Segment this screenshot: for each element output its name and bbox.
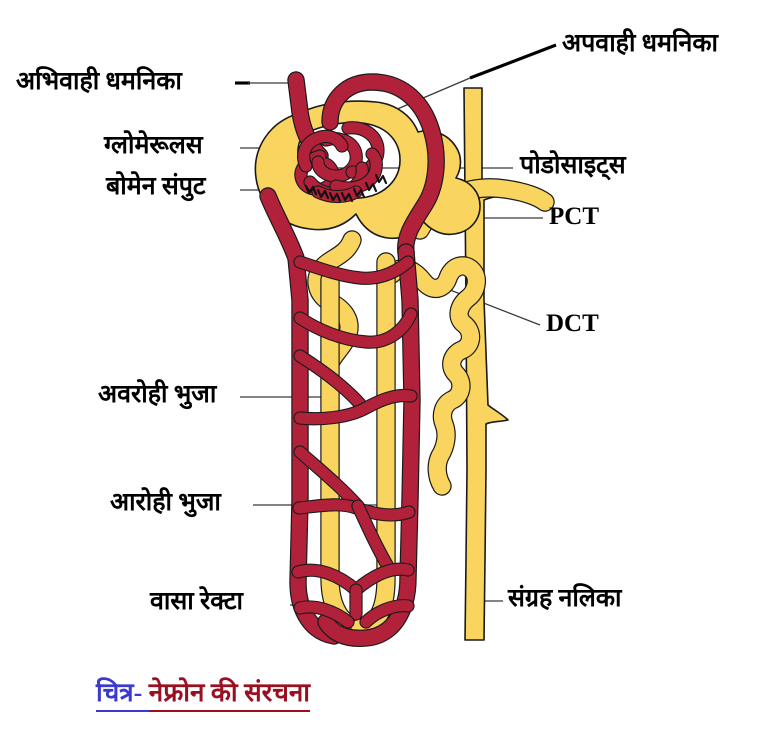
figure-caption: चित्र- नेफ्रोन की संरचना xyxy=(96,673,310,712)
label-pct: PCT xyxy=(549,203,599,230)
label-vasa-recta: वासा रेक्टा xyxy=(150,588,243,615)
collecting-duct-part xyxy=(463,87,517,641)
label-ascending-limb: आरोही भुजा xyxy=(110,489,221,516)
label-podocytes: पोडोसाइट्स xyxy=(520,152,626,179)
label-glomerulus: ग्लोमेरूलस xyxy=(104,132,203,159)
efferent-arteriole-part xyxy=(321,73,445,261)
label-descending-limb: अवरोही भुजा xyxy=(98,381,217,408)
label-dct: DCT xyxy=(546,310,599,337)
label-collecting-duct: संग्रह नलिका xyxy=(508,585,622,612)
podocytes-part xyxy=(304,173,388,203)
distal-convoluted-tubule-part xyxy=(382,256,487,496)
label-efferent-arteriole: अपवाही धमनिका xyxy=(562,30,719,57)
label-afferent-arteriole: अभिवाही धमनिका xyxy=(16,68,182,95)
label-bowmans-capsule: बोमेन संपुट xyxy=(106,173,206,200)
caption-main: नेफ्रोन की संरचना xyxy=(148,678,310,712)
vasa-recta-part xyxy=(259,187,421,647)
glomerulus-part xyxy=(294,121,385,204)
caption-prefix: चित्र- xyxy=(96,678,149,712)
leader-efferent-thick xyxy=(469,43,557,80)
